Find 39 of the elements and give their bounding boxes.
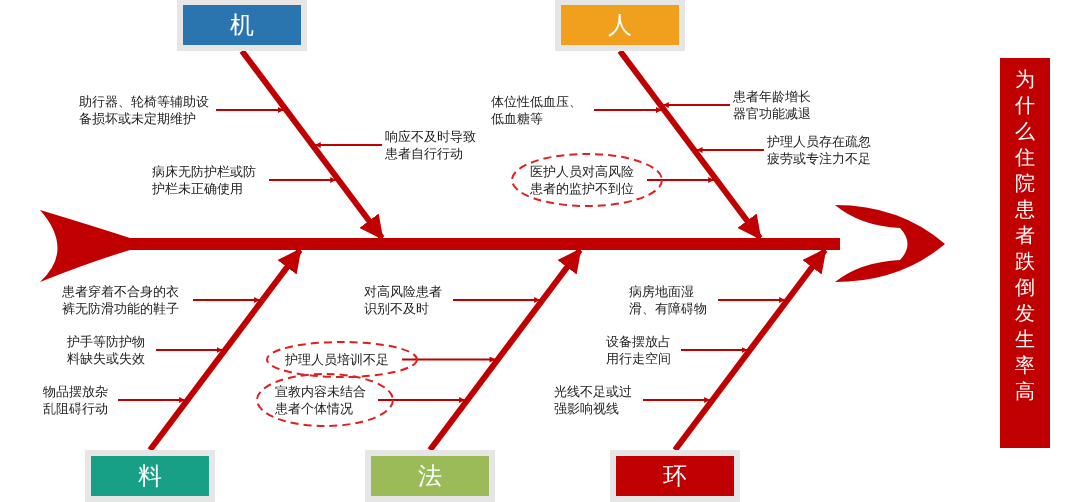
- cause-text: 患者穿着不合身的衣裤无防滑功能的鞋子: [62, 283, 190, 317]
- arrow: [717, 297, 786, 303]
- cause-text: 患者年龄增长器官功能减退: [733, 88, 819, 122]
- arrow: [192, 297, 261, 303]
- arrow: [427, 248, 583, 452]
- arrow: [642, 397, 711, 403]
- cause-text: 对高风险患者识别不及时: [364, 283, 450, 317]
- cause-text: 护手等防护物料缺失或失效: [67, 333, 153, 367]
- arrow: [452, 297, 541, 303]
- arrow: [401, 356, 496, 363]
- cause-text: 病房地面湿滑、有障碍物: [629, 283, 715, 317]
- arrow: [672, 248, 828, 452]
- arrow: [593, 107, 663, 113]
- arrow: [662, 102, 731, 108]
- arrow: [646, 177, 715, 183]
- arrow: [314, 142, 383, 148]
- arrow: [268, 177, 337, 183]
- arrow: [155, 347, 223, 353]
- arrow: [680, 347, 748, 353]
- arrow: [117, 397, 186, 403]
- cause-text: 助行器、轮椅等辅助设备损坏或未定期维护: [79, 93, 213, 127]
- fish-skeleton-drawing: [40, 205, 945, 282]
- cause-text: 护理人员培训不足: [285, 351, 399, 368]
- arrow: [696, 147, 765, 153]
- cause-text: 物品摆放杂乱阻碍行动: [43, 383, 115, 417]
- arrow: [147, 248, 303, 452]
- cause-text: 体位性低血压、低血糖等: [491, 93, 591, 127]
- cause-text: 响应不及时导致患者自行行动: [385, 128, 485, 162]
- cause-text: 病床无防护栏或防护栏未正确使用: [152, 163, 266, 197]
- cause-text: 医护人员对高风险患者的监护不到位: [530, 163, 644, 197]
- title-bar: 为什么住院患者跌倒发生率高: [1000, 58, 1050, 448]
- arrow: [377, 397, 466, 403]
- arrow: [617, 49, 763, 240]
- cause-text: 护理人员存在疏忽疲劳或专注力不足: [767, 133, 881, 167]
- cause-text: 光线不足或过强影响视线: [554, 383, 640, 417]
- cause-text: 设备摆放占用行走空间: [606, 333, 678, 367]
- cause-text: 宣教内容未结合患者个体情况: [275, 383, 375, 417]
- arrow: [215, 107, 285, 113]
- arrow: [239, 49, 385, 240]
